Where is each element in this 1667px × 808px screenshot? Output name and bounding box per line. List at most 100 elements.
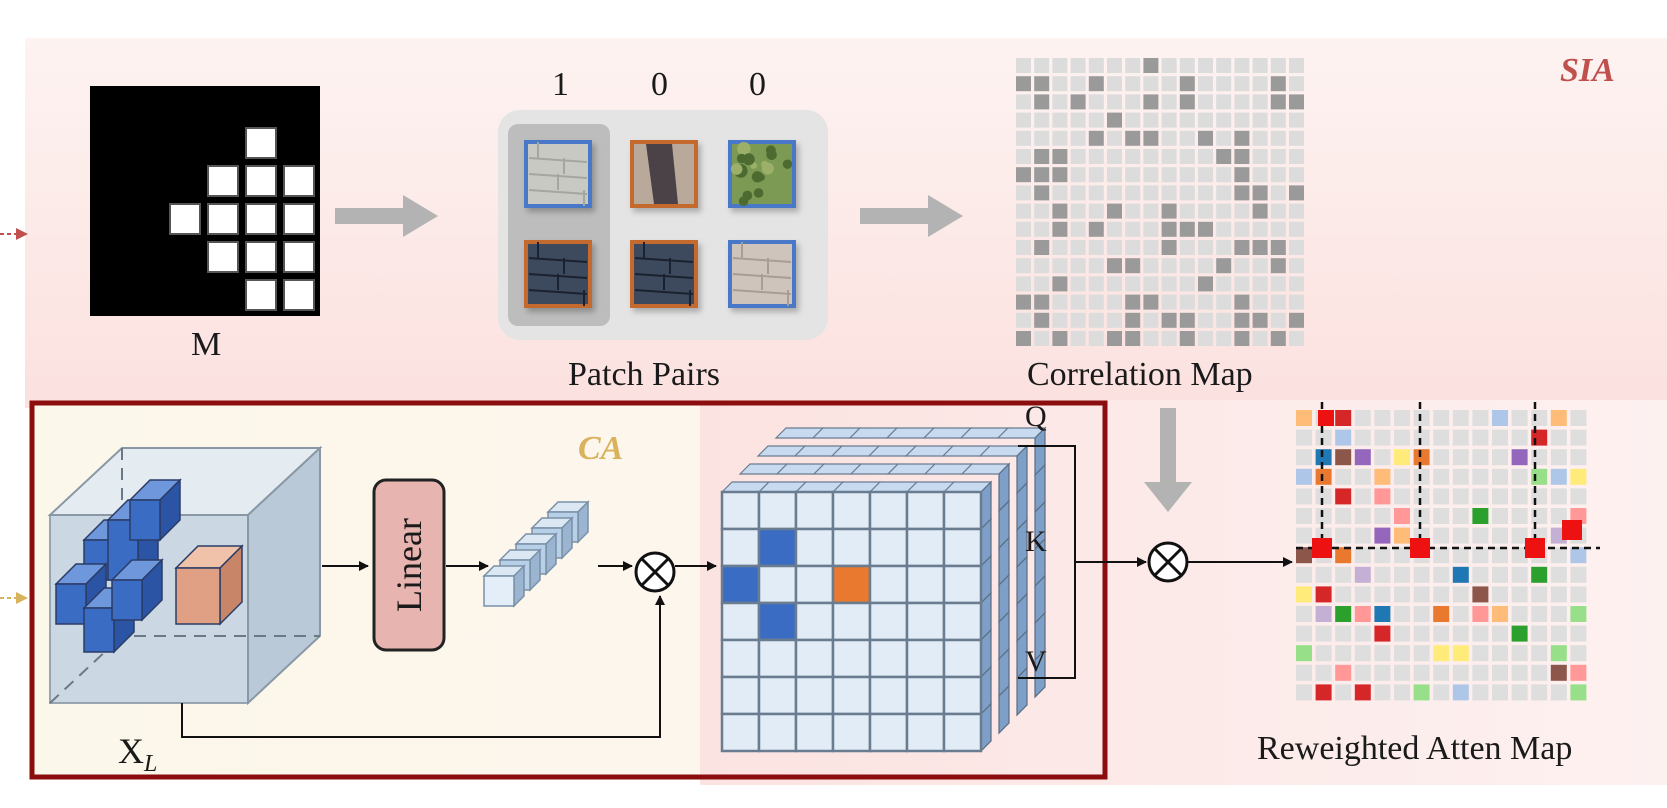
reweighted-cell xyxy=(1374,645,1391,662)
correlation-cell xyxy=(1034,185,1050,201)
reweighted-cell xyxy=(1315,684,1332,701)
correlation-cell xyxy=(1016,312,1031,328)
reweighted-map-label: Reweighted Atten Map xyxy=(1257,730,1573,767)
reweighted-cell xyxy=(1315,488,1332,505)
patch-texture-dot xyxy=(742,153,755,166)
reweighted-cell xyxy=(1511,566,1528,583)
correlation-cell xyxy=(1143,185,1159,201)
correlation-cell xyxy=(1143,203,1159,219)
mask-cell xyxy=(93,279,125,311)
mask-cell xyxy=(131,127,163,159)
reweighted-cell xyxy=(1452,508,1469,524)
reweighted-cell xyxy=(1511,468,1528,485)
mask-cell xyxy=(245,127,277,159)
reweighted-cell xyxy=(1511,508,1528,524)
reweighted-cell xyxy=(1433,684,1450,701)
reweighted-cell xyxy=(1570,547,1587,564)
qkv-cube-front-cell xyxy=(905,490,946,531)
reweighted-cell xyxy=(1531,586,1548,603)
correlation-cell xyxy=(1161,240,1177,255)
patch-texture-shape xyxy=(646,144,678,204)
reweighted-cell xyxy=(1354,488,1371,505)
qkv-cube xyxy=(720,426,1047,753)
correlation-cell xyxy=(1198,203,1213,219)
qkv-cube-front-cell xyxy=(720,564,761,605)
reweighted-cell xyxy=(1511,547,1528,564)
reweighted-cell xyxy=(1296,684,1312,701)
mask-cell xyxy=(93,203,125,235)
mask-cell xyxy=(283,241,315,273)
correlation-cell xyxy=(1088,167,1104,183)
correlation-cell xyxy=(1234,240,1250,255)
correlation-cell xyxy=(1088,76,1104,92)
reweighted-cell xyxy=(1315,449,1332,466)
reweighted-cell xyxy=(1550,566,1567,583)
qkv-cube-front-cell xyxy=(757,638,798,679)
correlation-cell xyxy=(1107,203,1122,219)
correlation-cell xyxy=(1179,130,1195,146)
correlation-cell xyxy=(1143,58,1159,73)
reweighted-cell xyxy=(1492,566,1508,583)
correlation-cell xyxy=(1052,112,1068,128)
correlation-cell xyxy=(1270,331,1286,346)
reweighted-cell xyxy=(1354,508,1371,524)
mask-cell xyxy=(207,165,239,197)
reweighted-cell xyxy=(1472,625,1489,642)
ca-incoming-arrowhead-icon xyxy=(16,592,28,604)
mask-cell xyxy=(207,89,239,121)
reweighted-cell xyxy=(1354,586,1371,603)
reweighted-cell xyxy=(1472,566,1489,583)
qkv-cube-front-cell xyxy=(868,675,909,716)
patch-score-3: 0 xyxy=(749,66,766,103)
correlation-cell xyxy=(1052,130,1068,146)
xl-label-base: X xyxy=(118,731,144,771)
correlation-cell xyxy=(1070,130,1086,146)
correlation-cell xyxy=(1052,167,1068,183)
reweighted-cell xyxy=(1296,410,1312,426)
qkv-cube-front-cell xyxy=(720,527,761,568)
qkv-cube-front-cell xyxy=(868,638,909,679)
qkv-cube-side-cell xyxy=(1016,666,1028,717)
correlation-cell xyxy=(1016,149,1031,164)
correlation-cell xyxy=(1234,112,1250,128)
correlation-cell xyxy=(1125,258,1141,274)
correlation-cell xyxy=(1107,94,1122,110)
correlation-cell xyxy=(1034,221,1050,237)
correlation-cell xyxy=(1143,258,1159,274)
correlation-cell xyxy=(1088,203,1104,219)
correlation-cell xyxy=(1289,130,1304,146)
reweighted-cell xyxy=(1550,625,1567,642)
reweighted-cell xyxy=(1374,527,1391,544)
correlation-cell xyxy=(1034,240,1050,255)
correlation-cell xyxy=(1016,167,1031,183)
correlation-cell xyxy=(1107,76,1122,92)
reweighted-cell xyxy=(1511,645,1528,662)
small-cube-front xyxy=(483,575,515,607)
reweighted-cell xyxy=(1374,468,1391,485)
reweighted-cell xyxy=(1335,566,1352,583)
correlation-cell xyxy=(1016,221,1031,237)
correlation-cell xyxy=(1289,240,1304,255)
sia-label: SIA xyxy=(1560,52,1615,89)
reweighted-cell xyxy=(1492,468,1508,485)
mask-cell xyxy=(93,89,125,121)
correlation-cell xyxy=(1234,58,1250,73)
qkv-cube-side-cell xyxy=(1034,648,1046,699)
linear-label: Linear xyxy=(389,518,429,612)
correlation-cell xyxy=(1252,331,1268,346)
reweighted-cell xyxy=(1570,449,1587,466)
qkv-cube-front-cell xyxy=(794,601,835,642)
correlation-cell xyxy=(1143,240,1159,255)
reweighted-cell xyxy=(1315,429,1332,446)
correlation-cell xyxy=(1289,203,1304,219)
reweighted-cell xyxy=(1394,547,1410,564)
reweighted-cell xyxy=(1550,449,1567,466)
reweighted-cell xyxy=(1296,508,1312,524)
reweighted-cell xyxy=(1335,606,1352,622)
reweighted-highlight xyxy=(1525,538,1545,558)
reweighted-cell xyxy=(1315,586,1332,603)
reweighted-cell xyxy=(1335,586,1352,603)
correlation-cell xyxy=(1070,185,1086,201)
patch-texture-dot xyxy=(761,162,774,175)
reweighted-cell xyxy=(1492,410,1508,426)
